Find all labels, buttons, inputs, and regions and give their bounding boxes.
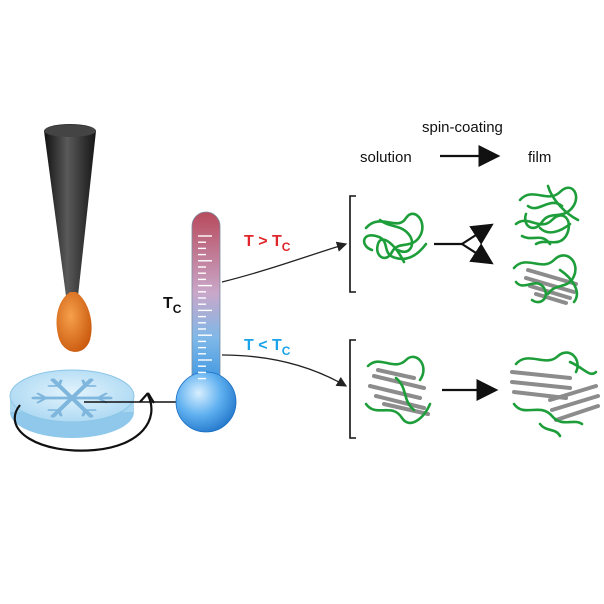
bracket-above — [349, 195, 356, 293]
arrow-below-tc — [221, 354, 348, 387]
condition-above-tc: T > TC — [244, 233, 291, 254]
thermometer-icon — [175, 211, 237, 433]
tc-label: TC — [163, 295, 182, 316]
film-label: film — [528, 149, 551, 166]
spinning-substrate — [9, 369, 135, 438]
bracket-below — [349, 339, 356, 439]
polymer-film-crystalline — [510, 351, 600, 438]
polymer-film-semicrystalline — [512, 254, 579, 305]
solution-droplet-icon — [56, 292, 92, 352]
syringe-needle-icon — [44, 124, 96, 296]
condition-below-tc: T < TC — [244, 337, 291, 358]
spin-coating-label: spin-coating — [422, 119, 503, 136]
snowflake-icon — [31, 378, 113, 418]
polymer-aggregate-solution-below — [364, 355, 432, 425]
thermometer-scale — [198, 235, 212, 380]
polymer-coil-solution-above — [362, 212, 428, 264]
solution-label: solution — [360, 149, 412, 166]
split-arrow-icon — [434, 223, 494, 265]
polymer-film-amorphous — [514, 184, 580, 246]
arrow-above-tc — [221, 241, 348, 283]
